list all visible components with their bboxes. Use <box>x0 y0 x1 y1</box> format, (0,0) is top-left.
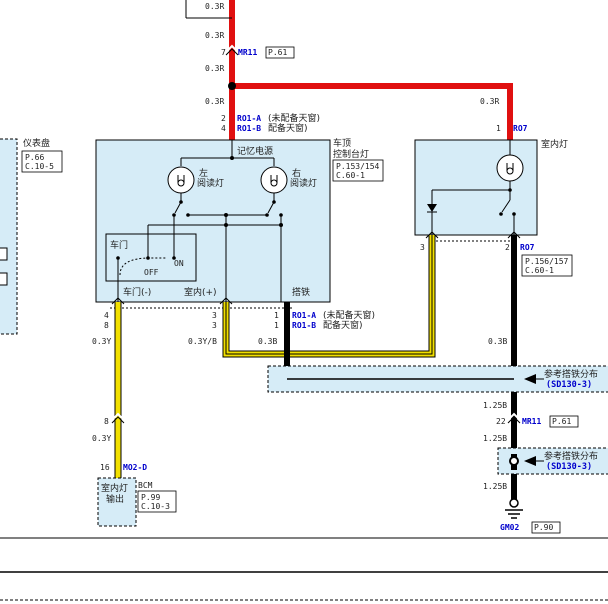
ground-ref-2-text: 参考搭铁分布 <box>544 450 598 462</box>
wire-label-b-right-2: 1.25B <box>483 401 507 410</box>
instrument-panel-component: 仪表盘 P.66 C.10-5 <box>0 137 63 335</box>
console-lamp-page: P.153/154 <box>336 162 380 171</box>
ro1-bottom-note-a: (未配备天窗) <box>323 309 375 321</box>
right-lamp-switch-icon <box>265 200 283 217</box>
mr11-bottom-name: MR11 <box>522 417 541 426</box>
console-lamp-component: 记忆电源 左 阅读灯 右 阅读灯 <box>95 139 331 303</box>
wire-label-b-right-3: 1.25B <box>483 434 507 443</box>
ro1-top-pin-a: 2 <box>221 114 226 123</box>
mo2-pin: 16 <box>100 463 110 472</box>
left-reading-lamp-icon <box>167 166 195 194</box>
wire-label-y-left-1: 0.3Y <box>92 337 111 346</box>
instrument-panel-name: 仪表盘 <box>23 137 50 149</box>
ro1-top-name-b: RO1-B <box>237 124 261 133</box>
bcm-name: BCM <box>138 481 153 490</box>
console-lamp-sub: C.60-1 <box>336 171 365 180</box>
mr11-top-name: MR11 <box>238 48 257 57</box>
wire-label-top-3: 0.3R <box>205 64 224 73</box>
ro1-bottom-name-a: RO1-A <box>292 311 316 320</box>
bcm-line2: 输出 <box>106 493 124 505</box>
ground-ref-1-text: 参考搭铁分布 <box>544 368 598 380</box>
room-lamp-diode-icon <box>427 190 437 235</box>
wire-label-b-right-1: 0.3B <box>488 337 507 346</box>
ro1-top-name-a: RO1-A <box>237 114 261 123</box>
wire-label-top-4: 0.3R <box>205 97 224 106</box>
ro7-bottom-pin-b: 2 <box>505 243 510 252</box>
mr11-top-pin: 7 <box>221 48 226 57</box>
left-lamp-label-2: 阅读灯 <box>197 177 224 189</box>
door-switch-label: 车门 <box>110 239 128 251</box>
right-lamp-label-2: 阅读灯 <box>290 177 317 189</box>
ro1-bottom-left-pin-a: 4 <box>104 311 109 320</box>
ground-distribution-ref-2: 参考搭铁分布 (SD130-3) <box>497 447 608 475</box>
ro7-bottom-pin-a: 3 <box>420 243 425 252</box>
wire-label-b-right-4: 1.25B <box>483 482 507 491</box>
bcm-page: P.99 <box>141 493 160 502</box>
room-lamp-name: 室内灯 <box>541 138 568 150</box>
ground-ref-1-code: (SD130-3) <box>546 380 592 390</box>
ro7-bottom-name: RO7 <box>520 243 535 252</box>
ro7-top-name: RO7 <box>513 124 528 133</box>
wire-label-right-red: 0.3R <box>480 97 499 106</box>
off-label: OFF <box>144 268 159 277</box>
console-lamp-name-1: 车顶 <box>333 137 351 149</box>
ro7-top-pin: 1 <box>496 124 501 133</box>
on-label: ON <box>174 259 184 268</box>
splice-left-pin: 8 <box>104 417 109 426</box>
mr11-top-splice-mark <box>225 44 239 56</box>
console-lamp-name-2: 控制台灯 <box>333 148 369 160</box>
wire-label-b-mid: 0.3B <box>258 337 277 346</box>
ro1-top-note-b: 配备天窗) <box>268 122 308 134</box>
ro7-bottom-page: P.156/157 <box>525 257 569 266</box>
wire-label-top-2: 0.3R <box>205 31 224 40</box>
ro7-bottom-sub: C.60-1 <box>525 266 554 275</box>
room-plus-label: 室内(+) <box>184 286 217 298</box>
right-lamp-label-1: 右 <box>292 167 301 179</box>
room-lamp-component <box>414 139 538 236</box>
ground-ref-2-code: (SD130-3) <box>546 462 592 472</box>
room-lamp-icon <box>496 154 524 182</box>
left-lamp-label-1: 左 <box>199 167 208 179</box>
wire-label-yb-mid: 0.3Y/B <box>188 337 217 346</box>
ro1-bottom-mid-pin-a: 3 <box>212 311 217 320</box>
door-minus-label: 车门(-) <box>123 286 151 298</box>
yellow-wires <box>111 235 436 478</box>
mr11-bottom-page: P.61 <box>552 417 571 426</box>
ground-label: 搭铁 <box>292 286 310 298</box>
bcm-line1: 室内灯 <box>101 482 128 494</box>
wire-label-y-left-2: 0.3Y <box>92 434 111 443</box>
mr11-top-page: P.61 <box>268 48 287 57</box>
bcm-sub: C.10-3 <box>141 502 170 511</box>
ground-symbol-icon <box>505 490 523 519</box>
wire-label-top-1: 0.3R <box>205 2 224 11</box>
ro1-bottom-left-pin-b: 8 <box>104 321 109 330</box>
ground-distribution-ref-1: 参考搭铁分布 (SD130-3) <box>267 365 608 393</box>
ro1-bottom-name-b: RO1-B <box>292 321 316 330</box>
right-reading-lamp-icon <box>260 166 288 194</box>
memory-power-label: 记忆电源 <box>237 145 273 157</box>
gm02-name: GM02 <box>500 523 519 532</box>
instrument-panel-page: P.66 <box>25 153 44 162</box>
mo2-name: MO2-D <box>123 463 147 472</box>
ro1-top-note-a: (未配备天窗) <box>268 112 320 124</box>
ro1-bottom-right-pin-a: 1 <box>274 311 279 320</box>
ro1-bottom-note-b: 配备天窗) <box>323 319 363 331</box>
ro1-bottom-mid-pin-b: 3 <box>212 321 217 330</box>
ro1-top-pin-b: 4 <box>221 124 226 133</box>
ro1-bottom-right-pin-b: 1 <box>274 321 279 330</box>
red-wires <box>185 0 513 140</box>
gm02-page: P.90 <box>534 523 553 532</box>
mr11-bottom-pin: 22 <box>496 417 506 426</box>
bcm-component: 室内灯 输出 <box>97 477 137 527</box>
instrument-panel-sub: C.10-5 <box>25 162 54 171</box>
